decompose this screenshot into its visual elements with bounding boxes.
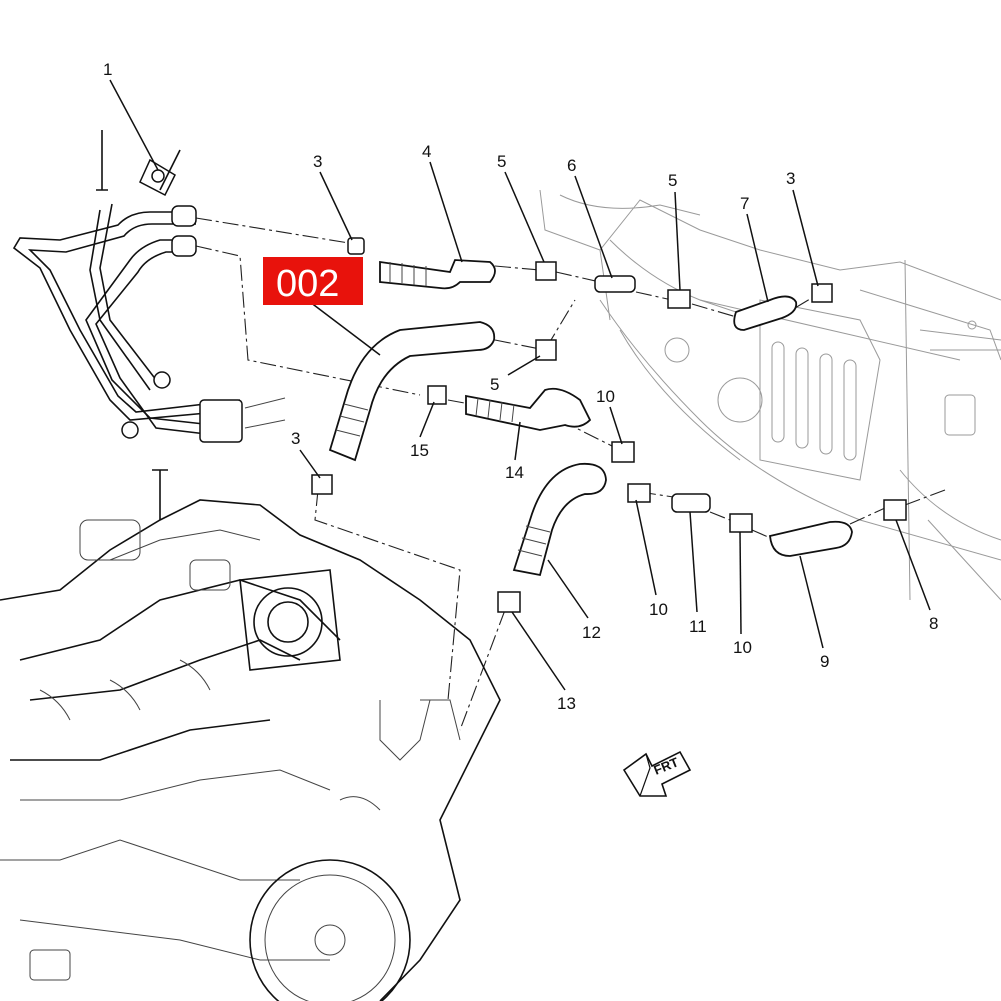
item-badge-text: 002 xyxy=(276,263,339,305)
front-arrow-icon xyxy=(622,750,692,797)
callout-15: 15 xyxy=(410,441,429,460)
callout-10: 10 xyxy=(733,638,752,657)
upper-hose-parts xyxy=(347,237,833,331)
item-badge: 002 xyxy=(263,257,363,305)
callout-1: 1 xyxy=(103,60,112,79)
callout-12: 12 xyxy=(582,623,601,642)
callout-13: 13 xyxy=(557,694,576,713)
callout-5: 5 xyxy=(497,152,506,171)
callout-9: 9 xyxy=(820,652,829,671)
callout-7: 7 xyxy=(740,194,749,213)
callout-8: 8 xyxy=(929,614,938,633)
callout-3: 3 xyxy=(786,169,795,188)
callout-3: 3 xyxy=(313,152,322,171)
callout-14: 14 xyxy=(505,463,524,482)
callout-10: 10 xyxy=(596,387,615,406)
callout-11: 11 xyxy=(689,617,707,636)
callout-labels: 1 3 4 5 6 5 7 3 5 10 15 14 3 10 11 10 9 … xyxy=(103,60,938,713)
item-badge-background xyxy=(263,257,363,305)
lower-hose-parts xyxy=(497,462,607,613)
middle-hose-parts xyxy=(427,385,907,557)
callout-4: 4 xyxy=(422,142,431,161)
leader-lines xyxy=(109,79,931,691)
callout-6: 6 xyxy=(567,156,576,175)
front-direction-marker: FRT xyxy=(622,750,692,797)
callout-5: 5 xyxy=(490,375,499,394)
callout-5: 5 xyxy=(668,171,677,190)
callout-3: 3 xyxy=(291,429,300,448)
callout-10: 10 xyxy=(649,600,668,619)
heater-pipe-assembly xyxy=(12,130,286,443)
engine-block xyxy=(0,469,501,1001)
